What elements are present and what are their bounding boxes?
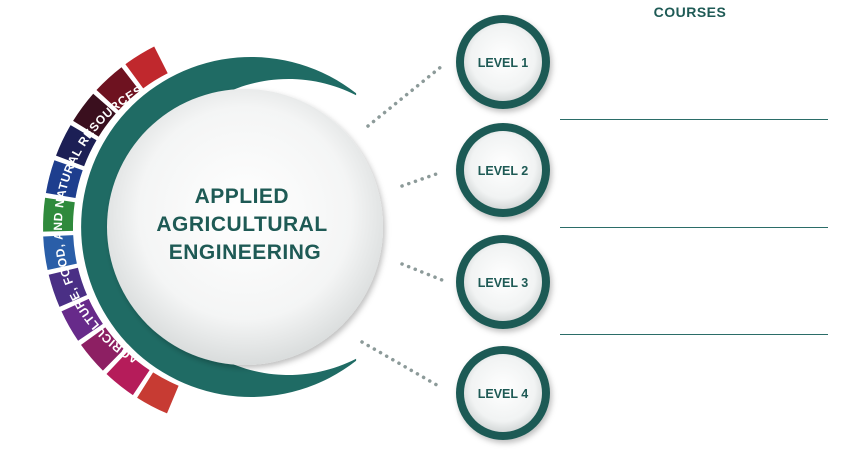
course-row-divider (560, 119, 828, 120)
connector-level-3 (400, 262, 444, 282)
program-title: APPLIED AGRICULTURAL ENGINEERING (156, 185, 333, 264)
connectors (360, 64, 444, 390)
level-2-label: LEVEL 2 (478, 164, 529, 178)
title-line-3: ENGINEERING (169, 241, 322, 264)
level-badge-3: LEVEL 3 (456, 235, 550, 329)
color-segment-2 (96, 67, 140, 111)
title-line-2: AGRICULTURAL (156, 213, 327, 236)
level-4-label: LEVEL 4 (478, 387, 529, 401)
level-badge-4: LEVEL 4 (456, 346, 550, 440)
course-row-level-3 (560, 235, 828, 335)
color-segment-1 (125, 46, 168, 89)
color-segment-5 (45, 160, 83, 198)
color-segment-4 (56, 125, 97, 167)
color-segment-8 (48, 267, 87, 307)
color-segment-3 (73, 93, 116, 137)
course-row-level-2 (560, 128, 828, 228)
color-segment-7 (43, 235, 77, 270)
connector-level-4 (360, 340, 444, 390)
course-row-divider (560, 334, 828, 335)
course-row-divider (560, 227, 828, 228)
level-badge-2: LEVEL 2 (456, 123, 550, 217)
level-3-label: LEVEL 3 (478, 276, 529, 290)
level-badge-1: LEVEL 1 (456, 15, 550, 109)
color-segments (43, 46, 179, 414)
color-segment-10 (81, 327, 124, 371)
connector-level-1 (366, 64, 444, 128)
color-segment-12 (137, 372, 179, 414)
level-1-label: LEVEL 1 (478, 56, 529, 70)
course-row-level-1 (560, 20, 828, 120)
color-segment-9 (61, 298, 103, 341)
courses-header: COURSES (653, 4, 727, 20)
main-circle (107, 89, 383, 365)
connector-level-2 (400, 170, 444, 188)
color-segment-6 (43, 197, 75, 232)
color-segment-11 (106, 352, 150, 396)
title-line-1: APPLIED (195, 185, 290, 208)
